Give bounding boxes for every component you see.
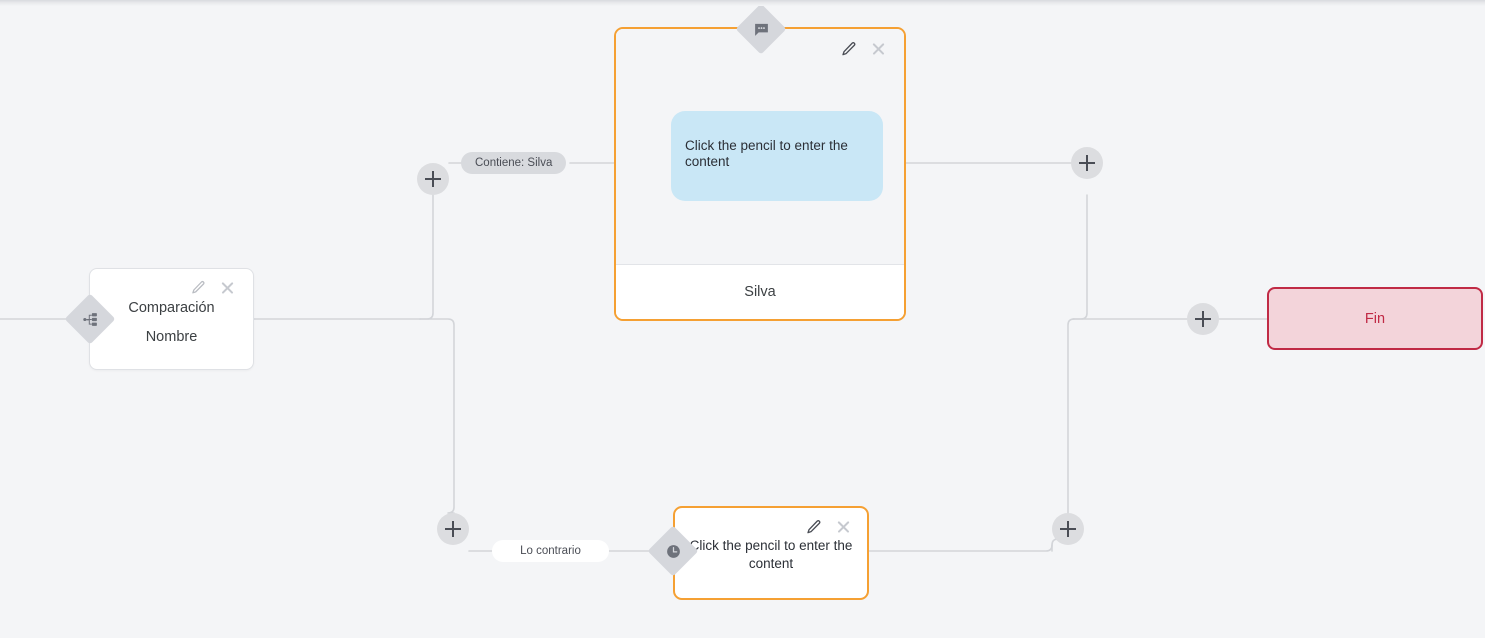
edge-true-riser (419, 194, 434, 320)
clock-diamond[interactable] (647, 525, 699, 577)
edge-label-otherwise-text: Lo contrario (520, 545, 581, 557)
edge-label-otherwise[interactable]: Lo contrario (492, 540, 609, 562)
node-message-footer: Silva (616, 265, 904, 319)
add-node-before-end-button[interactable] (1187, 303, 1219, 335)
node-end-label: Fin (1364, 310, 1386, 327)
branch-split-icon (72, 301, 108, 337)
close-icon[interactable] (220, 280, 235, 295)
message-bubble-diamond[interactable] (735, 3, 787, 55)
edge-label-contains-text: Contiene: Silva (475, 157, 553, 169)
node-wait-text: Click the pencil to enter the content (689, 538, 853, 571)
branch-split-diamond[interactable] (64, 293, 116, 345)
node-message-bubble: Click the pencil to enter the content (671, 111, 883, 201)
add-node-branch-true-button[interactable] (417, 163, 449, 195)
add-node-after-wait-button[interactable] (1052, 513, 1084, 545)
edge-wait-up (1067, 318, 1075, 514)
edge-wait-out (868, 544, 1053, 552)
viewport-top-edge (0, 0, 1485, 6)
close-icon[interactable] (871, 42, 886, 57)
node-comparison-subtitle: Nombre (145, 329, 198, 345)
node-comparison-title: Comparación (128, 300, 215, 316)
pencil-icon[interactable] (191, 280, 206, 295)
close-icon[interactable] (836, 520, 851, 535)
message-bubble-icon (743, 11, 779, 47)
node-wait[interactable]: Click the pencil to enter the content (673, 506, 869, 600)
add-node-after-message-button[interactable] (1071, 147, 1103, 179)
edge-false-riser (419, 318, 455, 514)
node-message-body: Click the pencil to enter the content (616, 29, 904, 265)
edge-message-down (1072, 194, 1088, 320)
pencil-icon[interactable] (806, 519, 822, 535)
clock-icon (655, 533, 691, 569)
node-comparison[interactable]: Comparación Nombre (89, 268, 254, 370)
node-message[interactable]: Click the pencil to enter the content Si… (614, 27, 906, 321)
node-message-footer-label: Silva (744, 284, 776, 300)
node-end[interactable]: Fin (1267, 287, 1483, 350)
pencil-icon[interactable] (841, 41, 857, 57)
edge-label-contains[interactable]: Contiene: Silva (461, 152, 567, 174)
add-node-branch-false-button[interactable] (437, 513, 469, 545)
